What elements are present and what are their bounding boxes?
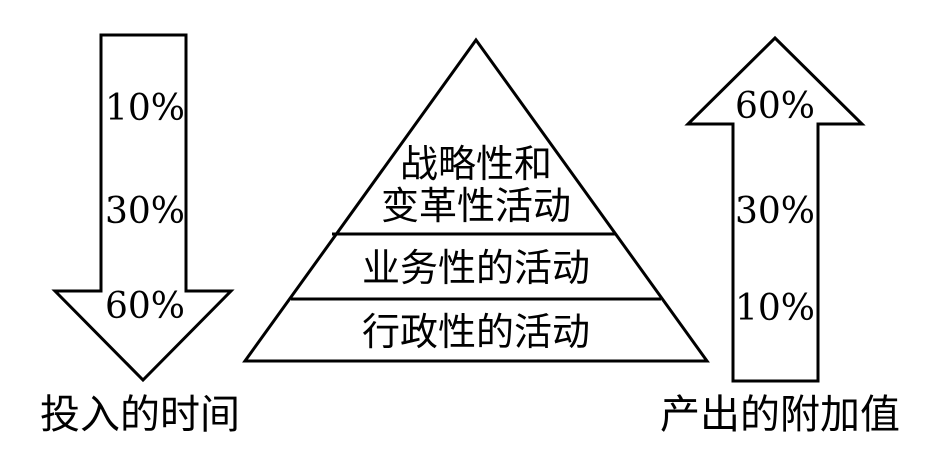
left-pct-3: 60% bbox=[105, 286, 185, 327]
right-pct-3: 10% bbox=[735, 288, 815, 329]
value-added-arrow bbox=[684, 35, 866, 383]
left-caption: 投入的时间 bbox=[40, 392, 240, 438]
left-pct-2: 30% bbox=[105, 191, 185, 232]
right-pct-2: 30% bbox=[735, 191, 815, 232]
pyramid-top-line-1: 战略性和 bbox=[400, 142, 552, 186]
left-pct-1: 10% bbox=[105, 88, 185, 129]
right-caption: 产出的附加值 bbox=[660, 392, 900, 438]
pyramid-middle-label: 业务性的活动 bbox=[362, 246, 590, 290]
pyramid-bottom-label: 行政性的活动 bbox=[362, 310, 590, 354]
time-invested-arrow bbox=[51, 33, 235, 383]
right-pct-1: 60% bbox=[735, 86, 815, 127]
pyramid-top-line-2: 变革性活动 bbox=[381, 184, 571, 228]
activity-pyramid bbox=[242, 37, 710, 363]
